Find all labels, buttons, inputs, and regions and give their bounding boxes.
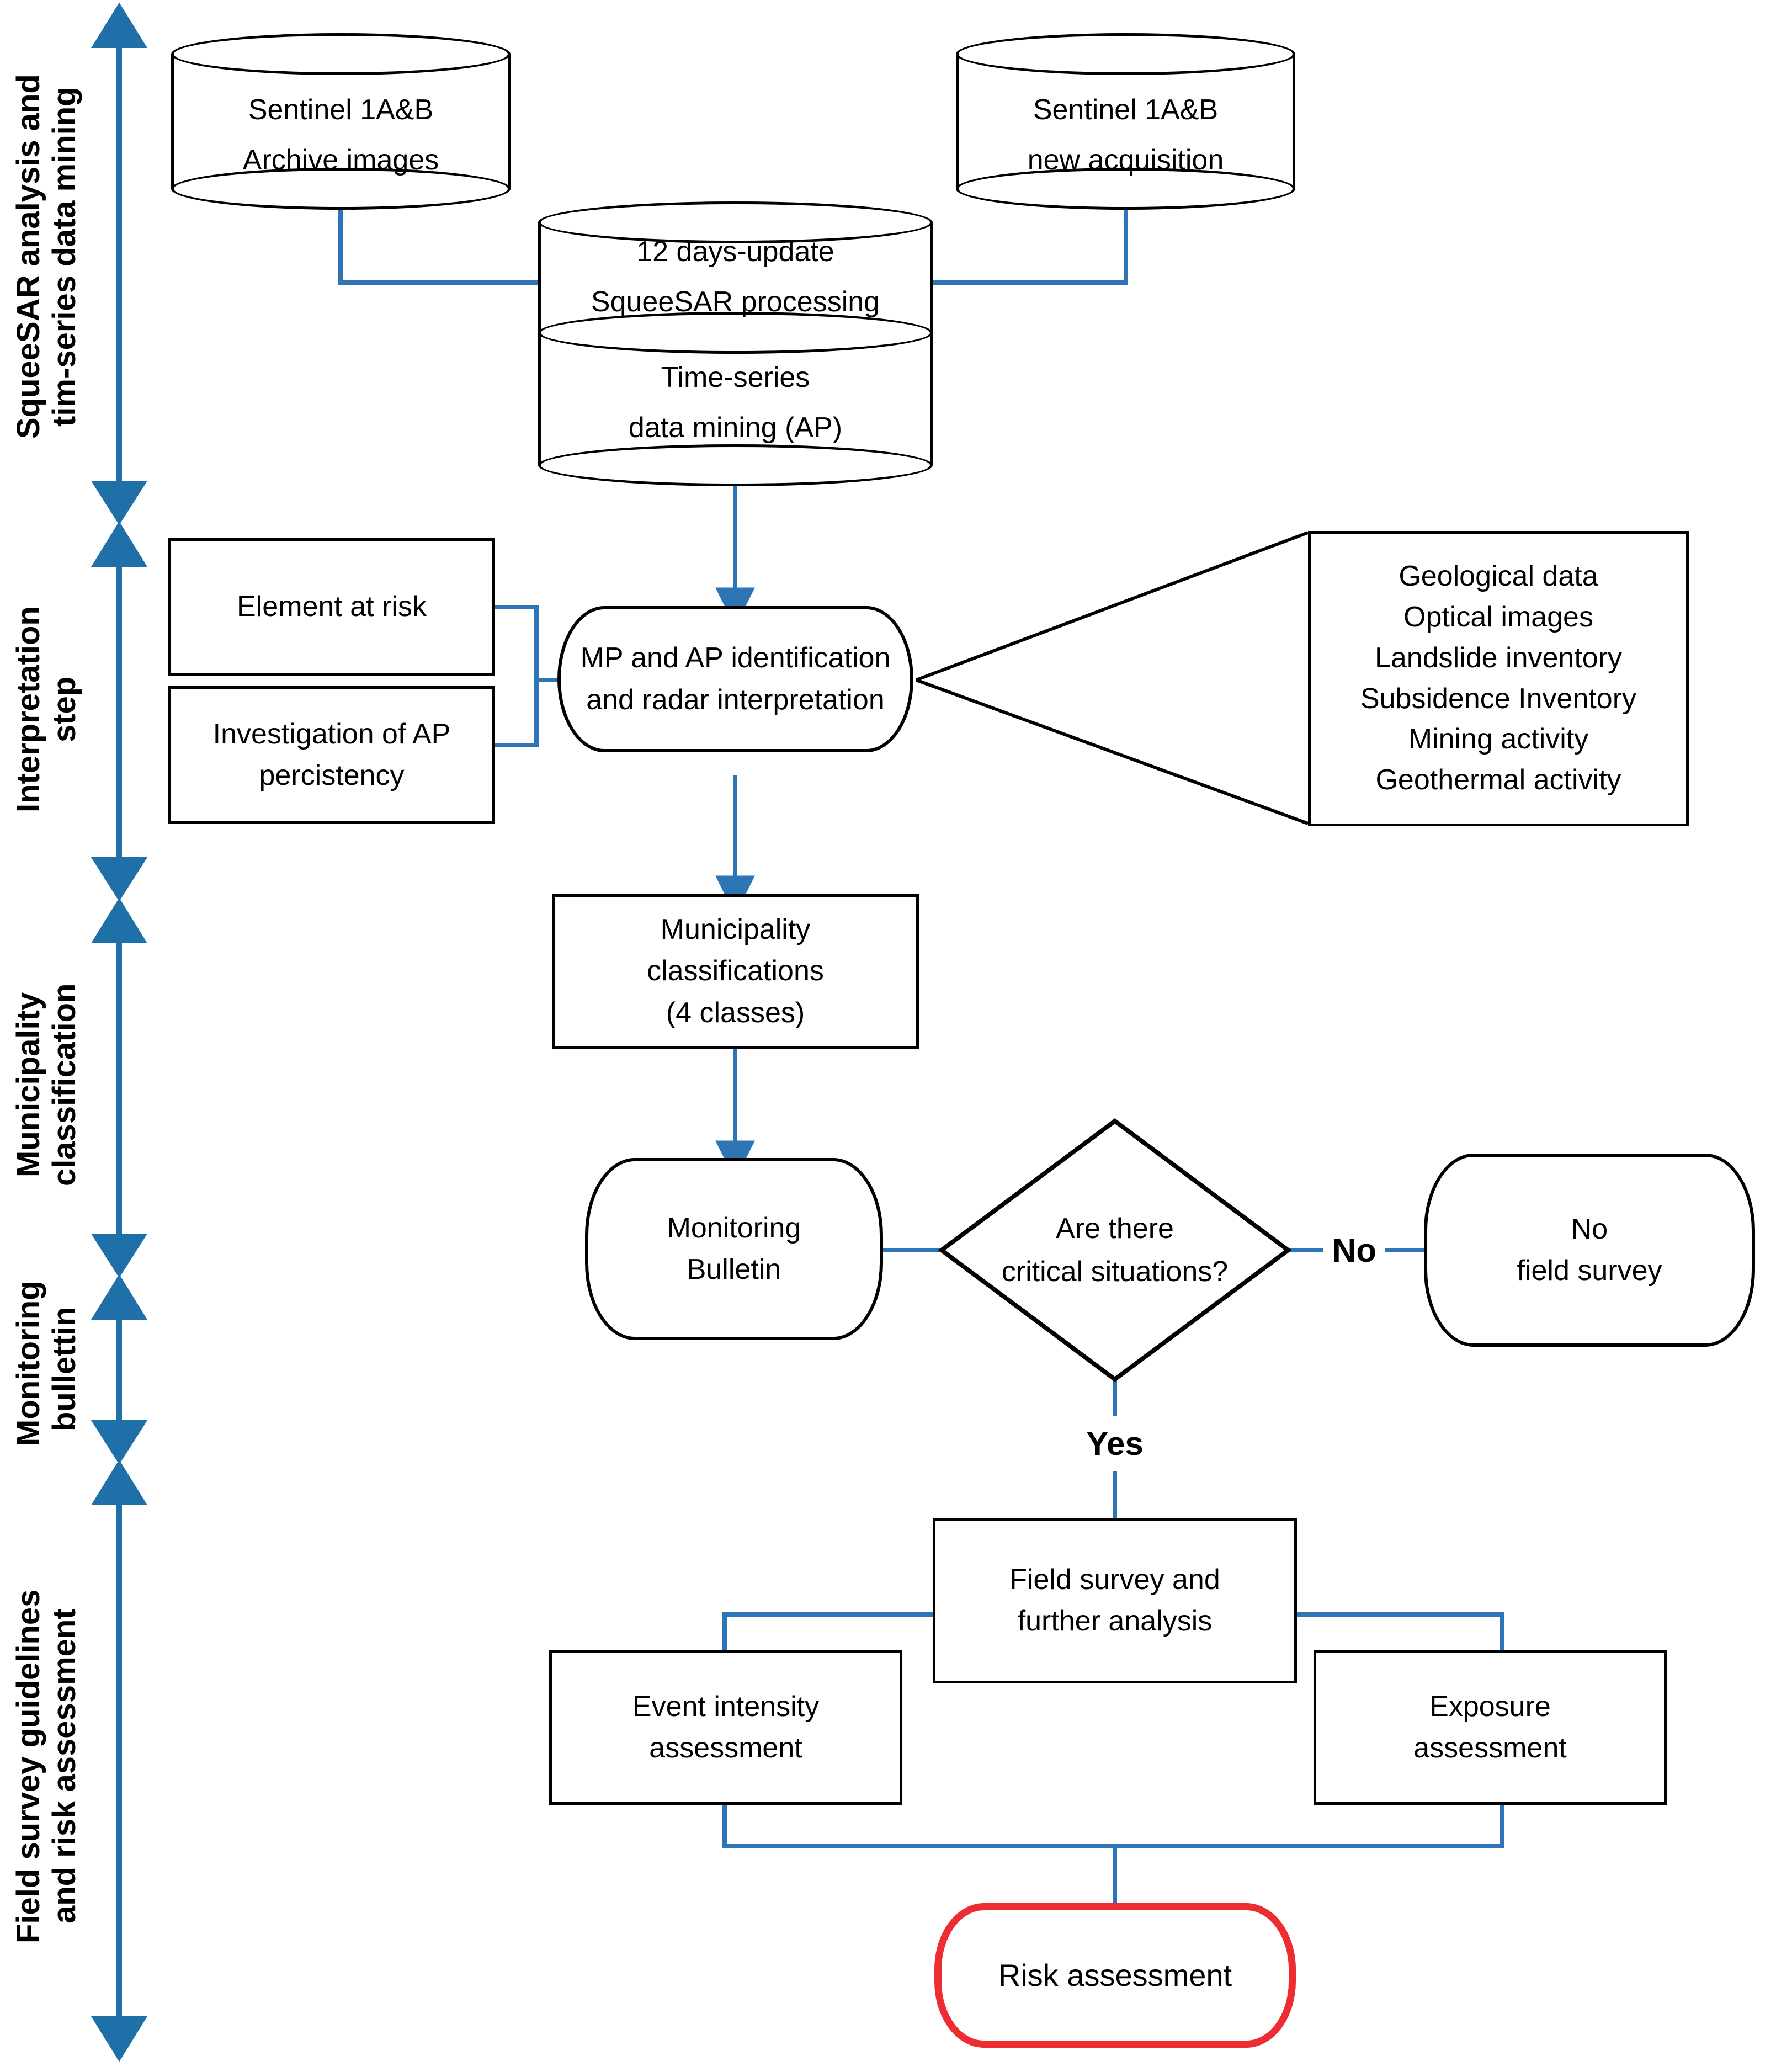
ancillary-item: Landslide inventory [1374, 641, 1623, 674]
database-squeesar-processing: 12 days-update SqueeSAR processing Time-… [538, 201, 933, 486]
ancillary-item: Geological data [1398, 560, 1598, 593]
edge-label-no: No [1323, 1226, 1385, 1274]
phase-label-field-survey: Field survey guidelines and risk assessm… [10, 1589, 82, 1943]
ancillary-item: Optical images [1403, 601, 1593, 633]
time-series-mining-label: Time-series data mining (AP) [628, 362, 843, 444]
squeesar-processing-label: 12 days-update SqueeSAR processing [591, 236, 880, 318]
cylinder-bottom-ellipse [538, 444, 933, 486]
phase-label-municipality: Municipality classification [10, 983, 82, 1186]
cylinder-top-ellipse [538, 201, 933, 243]
box-event-intensity-assessment[interactable]: Event intensity assessment [549, 1650, 902, 1805]
ancillary-item: Subsidence Inventory [1360, 682, 1637, 715]
phase-label-squeesar: SqueeSAR analysis and tim-series data mi… [10, 74, 82, 439]
ancillary-callout-lines [915, 531, 1309, 825]
box-ancillary-data[interactable]: Geological data Optical images Landslide… [1308, 531, 1689, 826]
database-new-acquisition-label: Sentinel 1A&B new acquisition [1027, 94, 1224, 176]
box-municipality-classification[interactable]: Municipality classifications (4 classes) [552, 894, 919, 1049]
cylinder-body [171, 54, 511, 189]
database-archive-images: Sentinel 1A&B Archive images [171, 33, 511, 210]
decision-diamond-label: Are there critical situations? [1001, 1213, 1229, 1288]
ancillary-item: Mining activity [1408, 723, 1589, 756]
box-field-survey[interactable]: Field survey and further analysis [933, 1518, 1297, 1683]
box-exposure-assessment[interactable]: Exposure assessment [1314, 1650, 1667, 1805]
cylinder-bottom-ellipse [956, 168, 1295, 210]
cylinder-top-ellipse [171, 33, 511, 75]
phase-label-monitoring: Monitoring bullettin [10, 1281, 82, 1446]
database-archive-images-label: Sentinel 1A&B Archive images [242, 94, 439, 176]
box-element-at-risk[interactable]: Element at risk [168, 538, 495, 676]
box-monitoring-bulletin[interactable]: Monitoring Bulletin [585, 1158, 883, 1340]
cylinder-middle-ellipse [538, 312, 933, 354]
cylinder-bottom-ellipse [171, 168, 511, 210]
edge-label-yes: Yes [1073, 1416, 1156, 1471]
phase-label-interpretation: Interpretation step [10, 606, 82, 812]
box-ap-percistency[interactable]: Investigation of AP percistency [168, 686, 495, 824]
box-no-field-survey[interactable]: No field survey [1424, 1154, 1755, 1347]
database-new-acquisition: Sentinel 1A&B new acquisition [956, 33, 1295, 210]
cylinder-top-ellipse [956, 33, 1295, 75]
cylinder-body [956, 54, 1295, 189]
phase-axis-group [91, 2, 148, 2062]
ancillary-item: Geothermal activity [1375, 764, 1621, 796]
box-mp-ap-identification[interactable]: MP and AP identification and radar inter… [557, 606, 913, 752]
decision-diamond[interactable] [938, 1118, 1291, 1383]
box-risk-assessment[interactable]: Risk assessment [934, 1903, 1296, 2048]
